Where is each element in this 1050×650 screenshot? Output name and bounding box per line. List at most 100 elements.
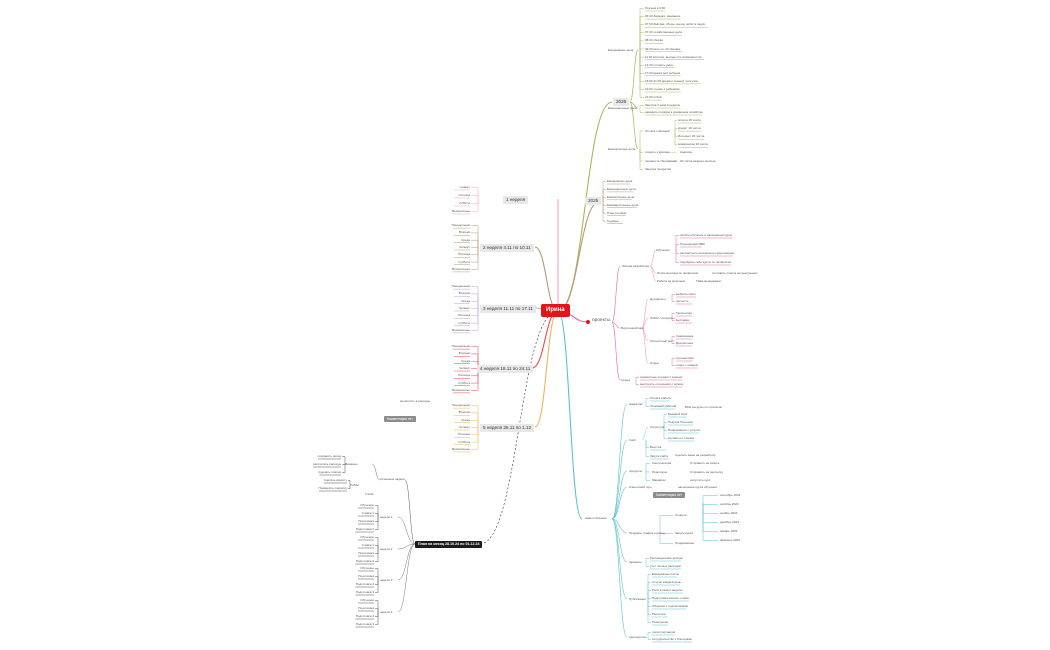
left-week-item[interactable]: Подготовка [358, 519, 374, 523]
monthly-item[interactable]: перевести сбережения [645, 158, 678, 163]
content-item[interactable]: Розыгрыши [652, 620, 669, 624]
hobby-sub-node[interactable]: Хобби [350, 483, 359, 487]
schedule-month[interactable]: декабрь 2024 [720, 520, 739, 524]
monthly-tasks-node[interactable]: Ежемесячные дела [608, 147, 636, 151]
products-node[interactable]: продукты [629, 469, 643, 473]
inner-group-node[interactable]: Личностный рост [650, 339, 674, 343]
payment-item[interactable]: Интернет 30 числа [678, 134, 705, 139]
study-sub-node[interactable]: Учеба [365, 492, 374, 496]
inner-item[interactable]: выбрать книги [676, 292, 696, 296]
hobby-sub-item[interactable]: Сделать красоту [323, 478, 347, 482]
finance-sub-item[interactable]: Сделать платеж [318, 470, 341, 474]
site-node[interactable]: Сайт [629, 438, 636, 442]
partners-node[interactable]: партнерство [629, 635, 647, 639]
business-node[interactable]: живого бизнеса [585, 516, 607, 520]
marketing-item[interactable]: Оплата работы [650, 396, 672, 400]
inner-group-node[interactable]: Хобби / интересы [650, 316, 675, 320]
schedule-month[interactable]: ноябрь 2024 [720, 511, 738, 515]
finance-item[interactable]: Распределение дохода [650, 556, 683, 560]
y2025-item[interactable]: Ежедневные дела [607, 179, 633, 183]
week-day[interactable]: Суббота [458, 320, 470, 325]
week-day[interactable]: Воскресенье [452, 446, 470, 451]
product-item[interactable]: Практикум [652, 469, 667, 474]
everyday-item[interactable]: 17:00 время для ребенка [645, 70, 681, 75]
everyday-item[interactable]: 06:40 Зарядка, умывание [645, 14, 681, 19]
product-child[interactable]: Отправить на рассылку [690, 469, 723, 474]
schedule-item[interactable]: Запуск курса [675, 531, 693, 535]
week-note[interactable]: вычислить в расходы [400, 399, 430, 403]
week-day[interactable]: четверг [459, 185, 471, 189]
week-3-node[interactable]: 3 неделя 11.11 по 17.11 [480, 305, 536, 313]
inner-group-node[interactable]: Духовность [650, 297, 667, 301]
inner-item[interactable]: путешествие [676, 356, 695, 360]
dev-node[interactable]: Личная разработка [622, 264, 649, 268]
week-day[interactable]: пятница [458, 193, 470, 197]
left-week-item[interactable]: Обучение [360, 598, 374, 602]
everyday-item[interactable]: 07:30 хозяйственные дела [645, 30, 682, 35]
week-day[interactable]: Вторник [458, 410, 470, 415]
finance-node[interactable]: финансы [629, 560, 642, 564]
week-day[interactable]: Четверг [459, 366, 470, 370]
left-week-item[interactable]: Обучение [360, 535, 374, 539]
everyday-item[interactable]: 21:00 отбой [645, 95, 662, 100]
week-day[interactable]: суббота [458, 201, 470, 205]
y2025-item[interactable]: Еженедельные дела [607, 186, 636, 191]
week-day[interactable]: Воскресенье [452, 266, 470, 271]
left-week-node[interactable]: неделя 2 [380, 547, 393, 551]
product-child[interactable]: запустить курс [690, 478, 711, 482]
inner-item[interactable]: отдых с семьей [676, 363, 698, 367]
everyday-tasks-node[interactable]: Ежедневные дела [608, 48, 634, 52]
content-item[interactable]: Сторис каждый день [652, 580, 681, 584]
week-2-node[interactable]: 2 неделя 4.11 по 10.11 [480, 244, 534, 252]
left-week-item[interactable]: Обучение [360, 566, 374, 570]
site-structure-item[interactable]: Покупка блогеров [668, 420, 693, 424]
payment-item[interactable]: коммуналка 10 числа [678, 142, 708, 147]
weekly-item[interactable]: наводить порядок в домашнем хозяйстве [645, 110, 703, 114]
site-structure-item[interactable]: Информация о услугах [668, 428, 701, 432]
schedule-month[interactable]: сентябрь 2024 [720, 493, 741, 497]
mentor-child[interactable]: составить список интересующих [712, 271, 758, 275]
week-day[interactable]: Понедельник [451, 223, 470, 228]
week-day[interactable]: Четверг [459, 425, 470, 429]
product-item[interactable]: Марафон [652, 478, 666, 482]
inner-world-node[interactable]: Внутренний мир [621, 326, 644, 330]
product-child[interactable]: Отправить на запись [690, 461, 720, 465]
left-week-item[interactable]: Подготовка 2 [355, 582, 374, 586]
monthly-subitem[interactable]: Анализы [680, 150, 693, 154]
content-item[interactable]: Рилс 2 раза в неделю [652, 588, 683, 592]
everyday-item[interactable]: 09:00 весь по обстановке [645, 46, 681, 51]
partner-item[interactable]: поиск партнеров [652, 630, 676, 634]
left-week-node[interactable]: неделя 1 [380, 515, 393, 519]
results-child[interactable]: Тайм-менеджмент [696, 279, 722, 283]
left-week-item[interactable]: Подготовка [358, 574, 374, 578]
everyday-item[interactable]: 18:00-21:00 время с семьей, прогулка [645, 78, 698, 83]
week-day[interactable]: Пятница [458, 252, 470, 257]
left-week-item[interactable]: Подготовка 3 [355, 622, 374, 626]
weekly-item[interactable]: Занятия 2 раза в неделю [645, 103, 680, 107]
everyday-item[interactable]: 14:00 готовить ужин [645, 62, 673, 67]
week-day[interactable]: Пятница [458, 313, 470, 318]
root-node[interactable]: Ирина [541, 304, 570, 317]
family-node[interactable]: Семья [621, 378, 631, 382]
client-path-child[interactable]: наполнение курса обучения [678, 485, 717, 489]
schedule-item[interactable]: Соцсети [675, 513, 687, 517]
y2025-item[interactable]: Ежеквартальные дела [607, 202, 639, 207]
marketing-child[interactable]: ВСЕ ресурсы по стратегии [685, 405, 723, 409]
course-item[interactable]: подобрать себе курсы по профессии [680, 260, 732, 264]
inner-group-node[interactable]: Отдых [650, 361, 660, 365]
week-day[interactable]: Среда [461, 298, 470, 303]
schedule-item[interactable]: Продвижение [675, 541, 695, 545]
week-day[interactable]: Вторник [458, 351, 470, 356]
week-day[interactable]: Воскресенье [452, 387, 470, 392]
week-day[interactable]: Суббота [458, 439, 470, 444]
schedule-month[interactable]: январь 2025 [720, 529, 738, 533]
week-day[interactable]: Понедельник [451, 403, 470, 408]
left-week-node[interactable]: неделя 4 [380, 610, 393, 614]
finance-sub-item[interactable]: рассчитать расходы [312, 462, 341, 466]
inner-item[interactable]: Дисциплина [676, 341, 693, 345]
week-day[interactable]: Пятница [458, 432, 470, 437]
y2025-item[interactable]: Ежемесячные дела [607, 194, 635, 199]
inner-item[interactable]: выставка [676, 318, 689, 322]
site-item[interactable]: Верстка [650, 445, 662, 449]
product-item[interactable]: Консультация [652, 461, 672, 465]
